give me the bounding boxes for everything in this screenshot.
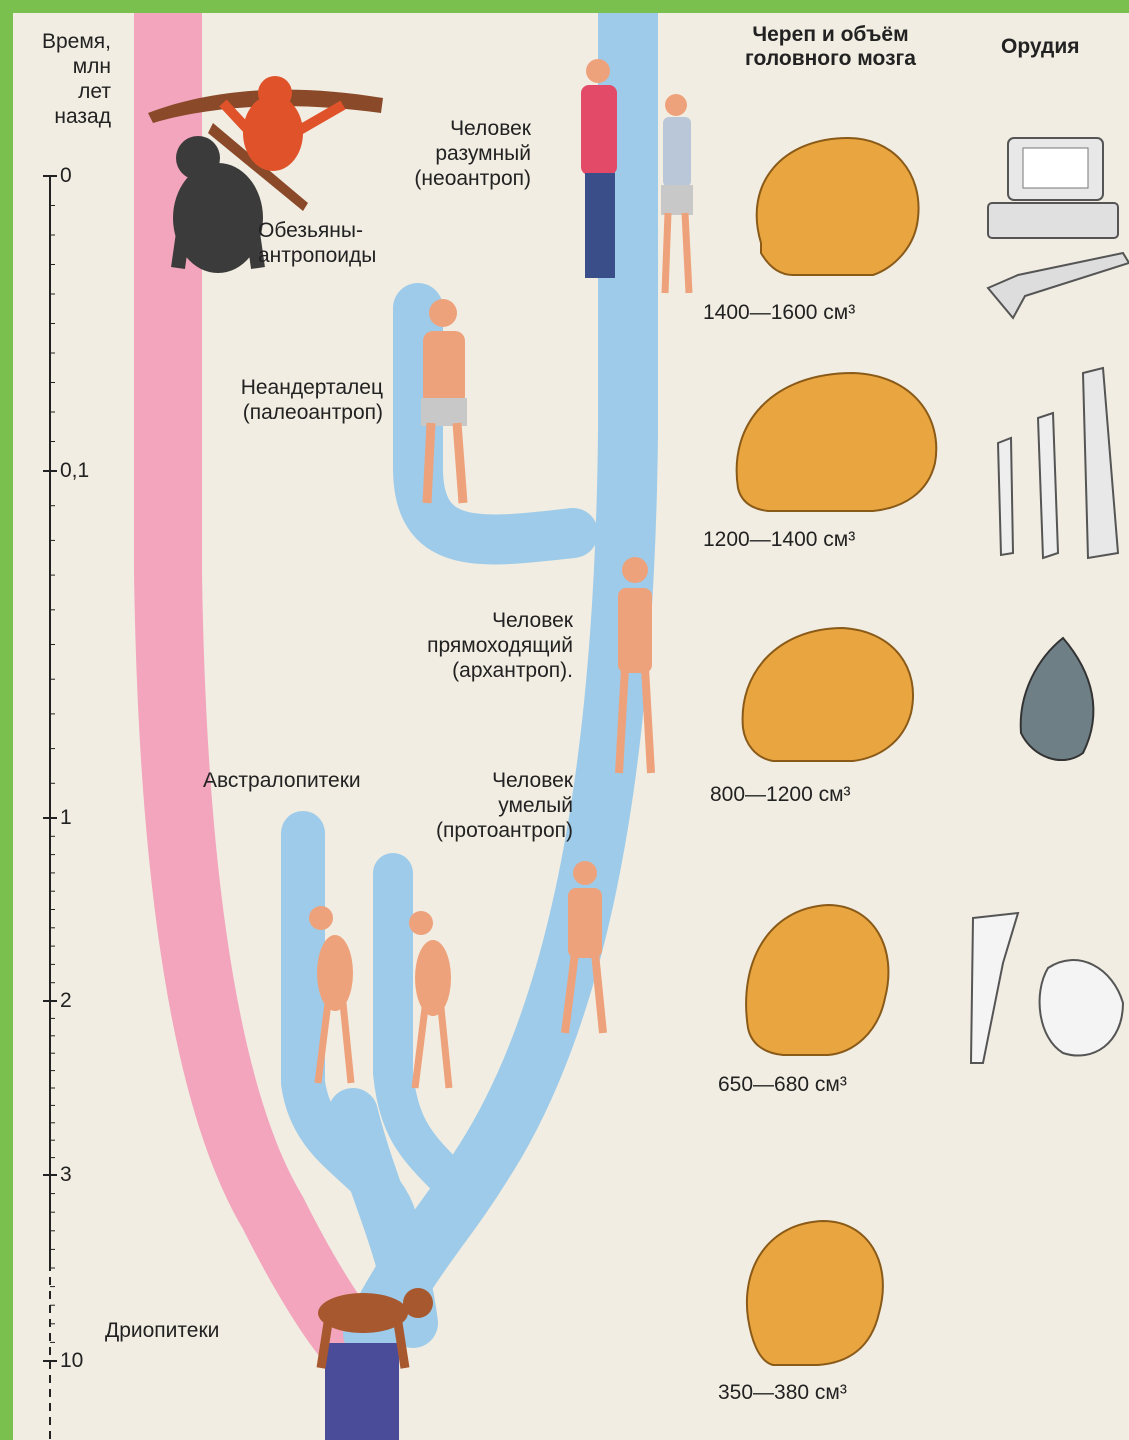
- label-dryopithecus: Дриопитеки: [105, 1318, 295, 1343]
- axis-tick-label: 1: [60, 806, 72, 830]
- label-neanderthal: Неандерталец (палеоантроп): [198, 375, 383, 425]
- stone-axe-icon: [988, 253, 1129, 318]
- evolution-diagram: Время, млн лет назад 0 0,1 1 2 3 10 Череп и о…: [13, 13, 1129, 1440]
- label-sapiens: Человек разумный (неоантроп): [383, 116, 531, 191]
- axis-tick-label: 2: [60, 989, 72, 1013]
- blade-tool-icon-2: [1038, 413, 1058, 558]
- label-habilis: Человек умелый (протоантроп): [373, 768, 573, 843]
- handaxe-icon: [1021, 638, 1094, 760]
- diagram-graphics: [13, 13, 1129, 1440]
- blade-tool-icon-3: [1083, 368, 1118, 558]
- axis-tick-label: 10: [60, 1349, 83, 1373]
- brain-volume-habilis: 650—680 см³: [718, 1073, 847, 1097]
- root-block: [325, 1343, 399, 1440]
- skull-habilis: [746, 905, 888, 1055]
- label-erectus: Человек прямоходящий (архантроп).: [393, 608, 573, 683]
- skull-header: Череп и объём головного мозга: [708, 23, 953, 71]
- axis-title: Время, млн лет назад: [13, 29, 111, 129]
- axis-tick-label: 0: [60, 164, 72, 188]
- label-apes: Обезьяны- антропоиды: [258, 218, 448, 268]
- axis-tick-label: 3: [60, 1163, 72, 1187]
- bone-tool-icon: [971, 913, 1018, 1063]
- skull-neanderthal: [737, 373, 937, 511]
- brain-volume-dryopithecus: 350—380 см³: [718, 1381, 847, 1405]
- brain-volume-erectus: 800—1200 см³: [710, 783, 851, 807]
- tools-header: Орудия: [1001, 35, 1121, 59]
- skull-dryopithecus: [747, 1221, 883, 1365]
- brain-volume-neanderthal: 1200—1400 см³: [703, 528, 855, 552]
- chopper-icon: [1040, 960, 1123, 1055]
- brain-volume-sapiens: 1400—1600 см³: [703, 301, 855, 325]
- time-axis: [43, 176, 57, 1440]
- skull-sapiens: [757, 138, 919, 275]
- axis-tick-label: 0,1: [60, 459, 89, 483]
- blade-tool-icon-1: [998, 438, 1013, 555]
- skull-erectus: [743, 628, 913, 761]
- tools: [971, 138, 1129, 1063]
